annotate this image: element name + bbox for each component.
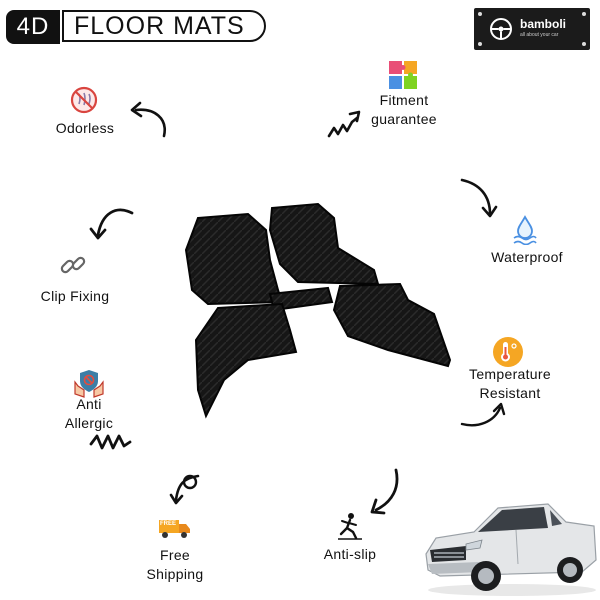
curved-arrow-icon [169, 474, 200, 505]
feature-temperature: Temperature Resistant [448, 365, 572, 403]
brand-logo: bamboli all about your car [474, 8, 590, 50]
pickup-truck-image [425, 503, 597, 596]
squiggle-arrow-icon [89, 434, 132, 450]
title-box: FLOOR MATS [62, 10, 266, 42]
title-text: FLOOR MATS [74, 11, 245, 40]
curved-arrow-icon [460, 178, 498, 218]
temperature-line2: Resistant [479, 385, 541, 401]
allergic-line1: Anti [76, 396, 102, 412]
anti-allergy-icon [74, 370, 104, 398]
water-drop-icon [513, 215, 537, 245]
title-badge-text: 4D [16, 13, 50, 40]
squiggle-arrow-icon [327, 110, 361, 138]
brand-tagline: all about your car [520, 32, 559, 38]
floor-mats-image [184, 202, 452, 419]
shipping-line2: Shipping [146, 566, 204, 582]
feature-anti-slip: Anti-slip [323, 546, 377, 562]
curved-arrow-icon [89, 208, 134, 240]
no-odor-icon [70, 86, 98, 114]
feature-free-shipping: Free Shipping [132, 546, 218, 584]
fitment-line1: Fitment [379, 92, 429, 108]
title-badge: 4D [6, 10, 60, 44]
feature-odorless: Odorless [55, 120, 115, 136]
feature-anti-allergic: Anti Allergic [54, 395, 124, 433]
puzzle-icon [389, 61, 417, 89]
slipping-person-icon [338, 513, 362, 540]
curved-arrow-icon [370, 468, 399, 515]
fitment-line2: guarantee [371, 111, 437, 127]
temperature-line1: Temperature [469, 366, 551, 382]
feature-fitment: Fitment guarantee [360, 91, 448, 129]
free-badge-text: FREE [160, 521, 177, 527]
brand-name: bamboli [520, 17, 567, 31]
thermometer-icon [493, 337, 523, 367]
feature-clip-fixing: Clip Fixing [40, 288, 110, 304]
shipping-line1: Free [160, 547, 190, 563]
chain-link-icon [60, 256, 86, 274]
feature-waterproof: Waterproof [491, 249, 563, 265]
allergic-line2: Allergic [64, 415, 114, 431]
product-title: 4D FLOOR MATS [6, 10, 268, 46]
steering-wheel-icon [490, 18, 512, 40]
delivery-truck-icon: FREE [158, 518, 192, 540]
curved-arrow-icon [460, 402, 506, 427]
curved-arrow-icon [130, 101, 166, 138]
